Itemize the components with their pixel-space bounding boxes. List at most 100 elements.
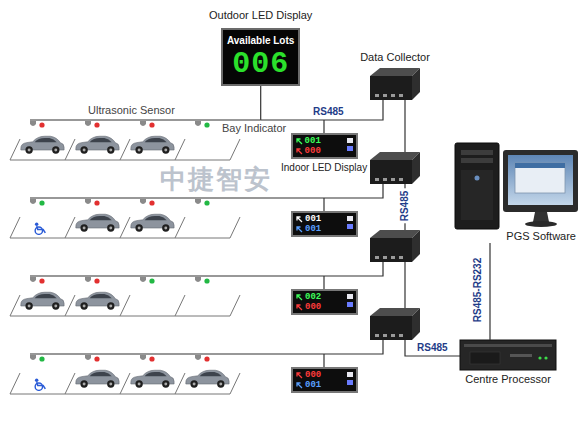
bay-line [230, 373, 240, 394]
status-icons [347, 371, 354, 387]
data-collector [370, 308, 420, 340]
led-panel: 000001 [291, 367, 358, 393]
bay-indicator [149, 278, 154, 283]
rs485-bus [404, 100, 405, 152]
sensor-label: Ultrasonic Sensor [88, 104, 175, 117]
ultrasonic-sensor [85, 199, 91, 204]
display-stem [323, 276, 324, 289]
disabled-bay-icon [35, 222, 45, 234]
screen-window [515, 163, 565, 193]
led-row: 000 [296, 146, 344, 156]
pc-power [475, 176, 480, 181]
bay-line [230, 139, 240, 160]
bay-indicator [149, 122, 154, 127]
bay-indicator [39, 356, 44, 361]
display-stem [323, 198, 324, 211]
arrow-icon-path [297, 227, 302, 232]
bay-indicator [94, 200, 99, 205]
connector-label: RS485-RS232 [472, 256, 484, 324]
node-box: Centre Processor [455, 340, 561, 386]
arrow-icon-path [297, 217, 302, 222]
led-row: 002 [296, 292, 344, 302]
led-number: 000 [305, 146, 321, 156]
led-number: 001 [305, 224, 321, 234]
monitor-base [525, 221, 557, 227]
connector [261, 86, 383, 120]
rack-strip [464, 344, 552, 347]
arrow-icon-path [297, 305, 302, 310]
ultrasonic-sensor [140, 355, 146, 360]
pc-tower [455, 143, 499, 229]
monitor-stand [533, 212, 549, 222]
screen-bar [515, 163, 565, 168]
bay-indicator [39, 278, 44, 283]
bay-line [175, 373, 185, 394]
node-box: PGS Software [448, 143, 580, 243]
bay-line [175, 139, 185, 160]
led-panel: 002000 [291, 289, 358, 315]
bay-line [120, 217, 130, 238]
ultrasonic-sensor [195, 355, 201, 360]
pc-drive [461, 150, 493, 155]
ultrasonic-sensor [140, 277, 146, 282]
bay-indicator [39, 200, 44, 205]
parked-car [131, 214, 174, 231]
ultrasonic-sensor [30, 355, 36, 360]
arrow-icon [296, 216, 303, 223]
ultrasonic-sensor [85, 277, 91, 282]
bay-indicator [204, 356, 209, 361]
display-stem [323, 120, 324, 133]
bay-indicator [94, 356, 99, 361]
bay-line [120, 139, 130, 160]
bay-indicator [149, 356, 154, 361]
pc-panel [461, 170, 493, 220]
bay-indicator [149, 200, 154, 205]
rs485-bus [404, 262, 405, 308]
bay-line [10, 373, 20, 394]
ultrasonic-sensor [85, 355, 91, 360]
indoor-led-display: 000001 [291, 367, 358, 393]
bay-line [230, 295, 240, 316]
bay-line [65, 217, 75, 238]
display-heading: Outdoor LED Display [209, 8, 312, 22]
arrow-icon [296, 382, 303, 389]
bay-line [10, 139, 20, 160]
led-row: 001 [296, 136, 344, 146]
indoor-led-display: 001001 [291, 211, 358, 237]
monitor-bezel [503, 150, 578, 212]
led-number: 000 [305, 302, 321, 312]
sensor-wire [30, 119, 260, 120]
bay-line [175, 217, 185, 238]
arrow-icon [296, 372, 303, 379]
parked-car [131, 370, 174, 387]
led-number: 001 [305, 136, 321, 146]
arrow-icon-path [297, 373, 302, 378]
connector [489, 243, 490, 340]
ultrasonic-sensor [30, 199, 36, 204]
rack-slot [510, 354, 532, 357]
bay-line [65, 139, 75, 160]
status-icon [347, 294, 353, 299]
status-icon [347, 302, 353, 307]
collector-heading: Data Collector [350, 50, 440, 64]
bay-indicator [204, 122, 209, 127]
bay-line [65, 295, 75, 316]
outdoor-led-display: Outdoor LED DisplayAvailable Lots006 [209, 8, 312, 86]
arrow-icon-path [297, 139, 302, 144]
bay-line [230, 217, 240, 238]
bay-line [10, 217, 20, 238]
led-panel: 001000 [291, 133, 358, 159]
bay-line [10, 295, 20, 316]
led-row: 001 [296, 380, 344, 390]
rack-led [538, 356, 541, 359]
bay-line [175, 295, 185, 316]
rs485-bus [405, 340, 460, 356]
rack-vent [470, 352, 500, 364]
led-number: 001 [305, 380, 321, 390]
processor-rack [460, 340, 556, 370]
ultrasonic-sensor [140, 121, 146, 126]
data-collector: Data Collector [350, 50, 440, 100]
status-icons [347, 293, 354, 309]
device-label: Centre Processor [455, 372, 561, 386]
status-icon [347, 216, 353, 221]
